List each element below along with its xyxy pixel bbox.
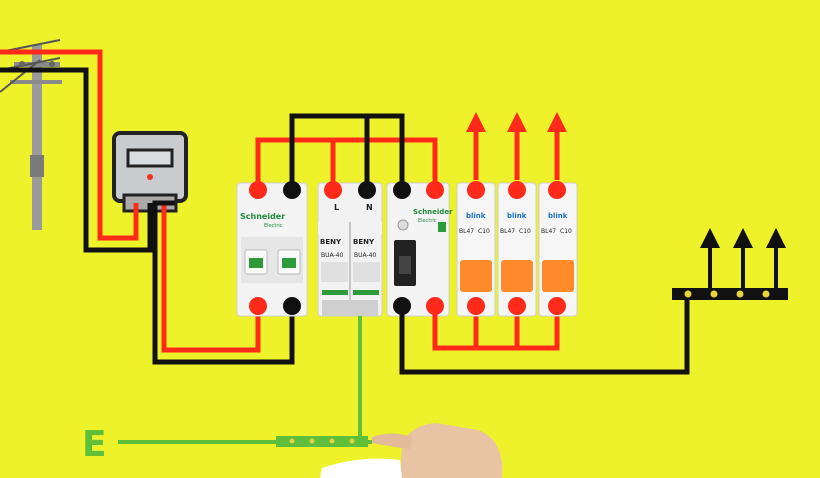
mcb-1-brand: blink bbox=[466, 212, 486, 220]
mcb-1-rating: C10 bbox=[478, 228, 490, 235]
spd-brand-left: BENY bbox=[320, 238, 342, 246]
mcb-3-rating: C10 bbox=[560, 228, 572, 235]
supply-neutral-wire bbox=[0, 67, 153, 253]
meter-neutral-out-wire bbox=[152, 200, 295, 365]
live-top-bus bbox=[255, 137, 438, 190]
mcb-3-model: BL47 bbox=[541, 228, 556, 235]
rcd-breaker: Schneider Electric bbox=[386, 182, 453, 317]
earth-busbar bbox=[276, 436, 368, 447]
meter-live-out-wire bbox=[161, 203, 261, 353]
rcd-brand-sub: Electric bbox=[418, 218, 437, 224]
energy-meter bbox=[112, 131, 188, 213]
neutral-busbar bbox=[672, 228, 788, 300]
spd-terminal-l: L bbox=[334, 203, 339, 212]
rcd-live-out-wire bbox=[432, 306, 560, 351]
mcb-1-model: BL47 bbox=[459, 228, 474, 235]
drawing-hand bbox=[320, 423, 503, 478]
neutral-top-bus bbox=[289, 113, 405, 190]
rcd-brand: Schneider bbox=[413, 208, 453, 216]
main-breaker-brand-sub: Electric bbox=[264, 223, 283, 229]
spd-brand-right: BENY bbox=[353, 238, 375, 246]
earth-label: E bbox=[82, 424, 107, 465]
terminal-dots bbox=[249, 181, 566, 315]
mcb-2-brand: blink bbox=[507, 212, 527, 220]
main-breaker-brand: Schneider bbox=[240, 212, 285, 221]
main-breaker: Schneider Electric bbox=[236, 182, 308, 317]
mcb-3: blink BL47 C10 bbox=[538, 182, 578, 317]
mcb-1: blink BL47 C10 bbox=[456, 182, 496, 317]
mcb-2-rating: C10 bbox=[519, 228, 531, 235]
utility-pole bbox=[0, 39, 62, 230]
spd-model-right: BUA-40 bbox=[354, 252, 376, 259]
mcb-3-brand: blink bbox=[548, 212, 568, 220]
spd-terminal-n: N bbox=[366, 203, 373, 212]
mcb-2-model: BL47 bbox=[500, 228, 515, 235]
rcd-neutral-out-wire bbox=[399, 294, 690, 375]
surge-protector: L N BENY BENY BUA-40 BUA-40 bbox=[317, 182, 383, 317]
supply-live-wire bbox=[0, 49, 139, 241]
mcb-2: blink BL47 C10 bbox=[497, 182, 537, 317]
spd-model-left: BUA-40 bbox=[321, 252, 343, 259]
